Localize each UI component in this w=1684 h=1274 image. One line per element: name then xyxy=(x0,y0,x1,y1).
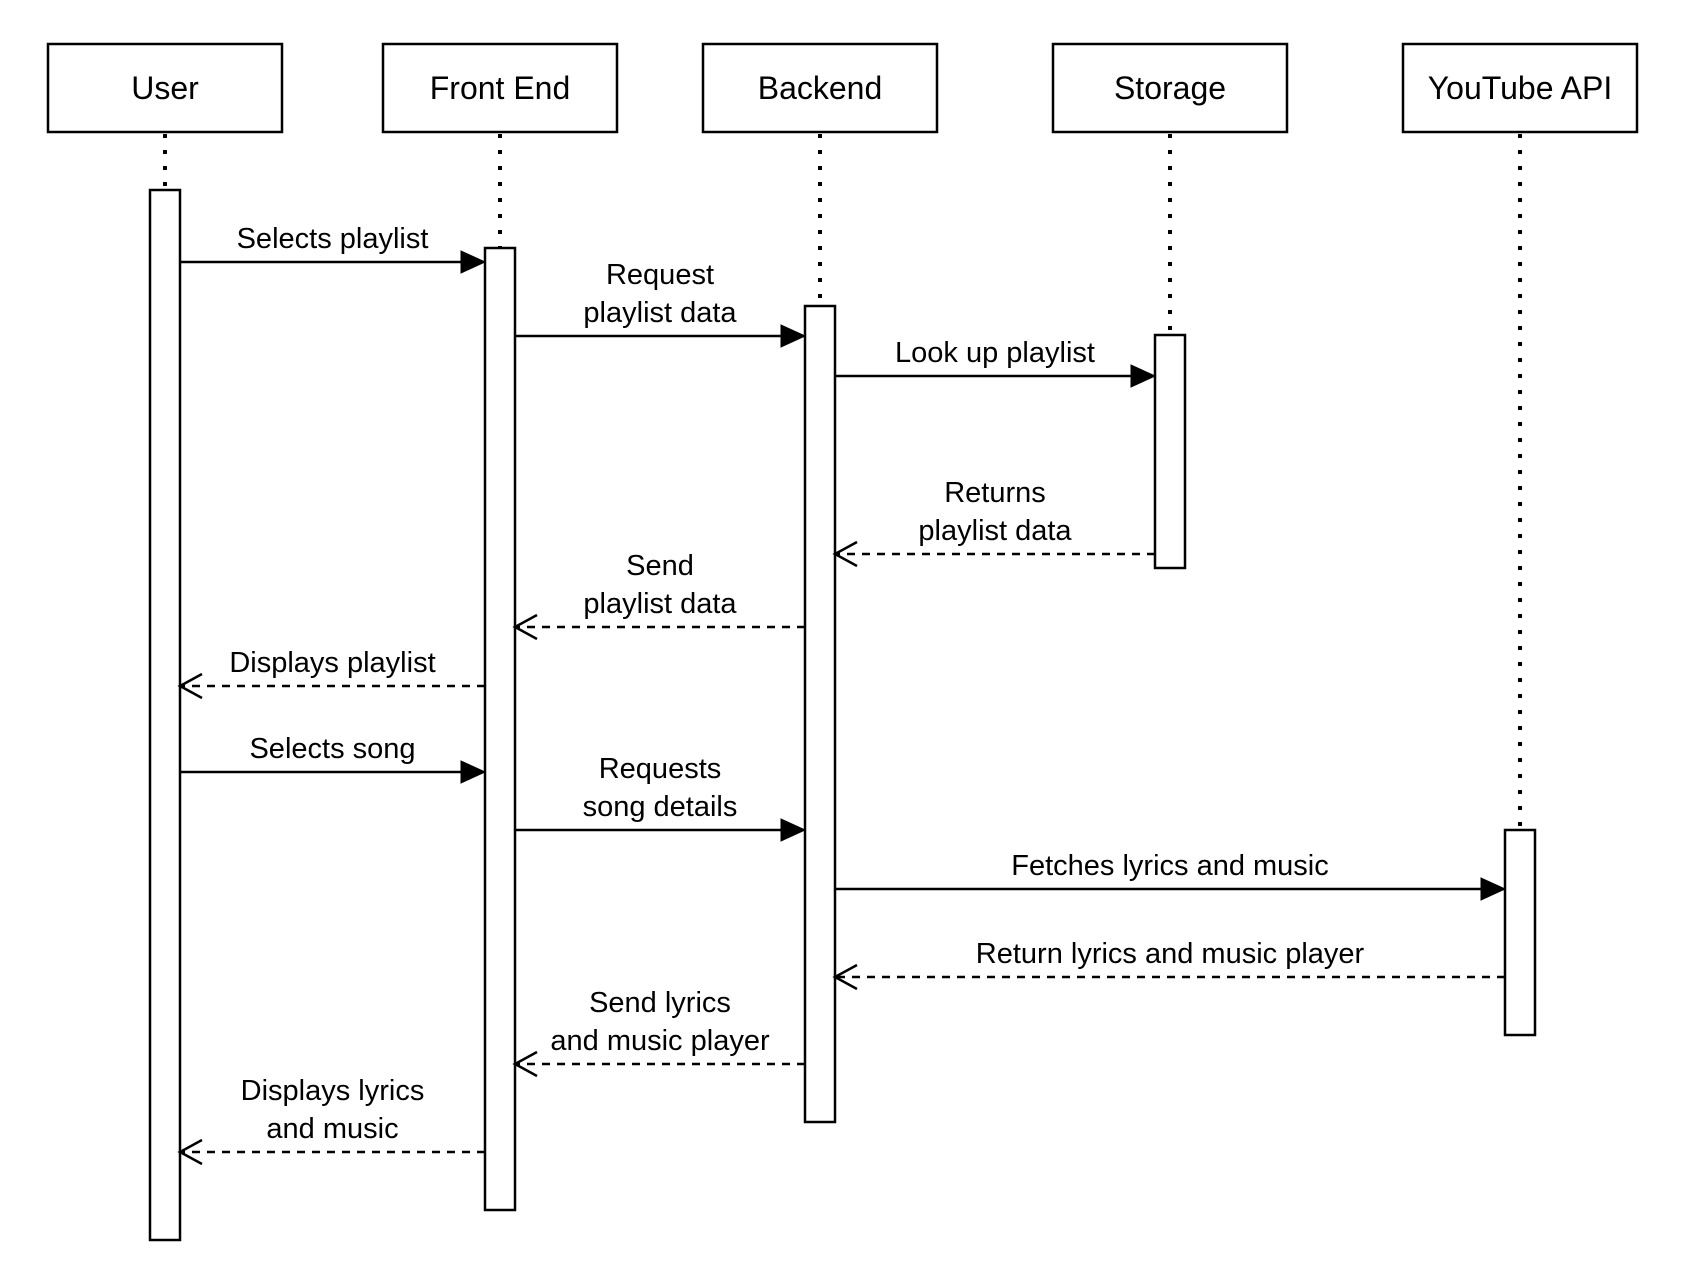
message-label: Send lyrics xyxy=(589,987,731,1019)
message-label: Look up playlist xyxy=(895,337,1095,369)
message-label: and music xyxy=(266,1113,398,1145)
activation-bars xyxy=(148,188,1537,1242)
message-label: Fetches lyrics and music xyxy=(1011,850,1329,882)
activation-bar-storage xyxy=(1153,333,1187,570)
message-11: Send lyrics and music player xyxy=(512,987,805,1078)
actor-label-storage: Storage xyxy=(1114,70,1226,106)
actor-label-user: User xyxy=(131,70,199,106)
message-3: Look up playlist xyxy=(835,337,1157,388)
message-5: Send playlist data xyxy=(512,550,805,641)
activation-bar-backend xyxy=(803,304,837,1124)
message-label: Returns xyxy=(944,477,1046,509)
arrowhead-open xyxy=(832,540,858,568)
message-1: Selects playlist xyxy=(180,223,487,274)
arrowhead-open xyxy=(832,963,858,991)
message-9: Fetches lyrics and music xyxy=(835,850,1507,901)
actor-headers: User Front End Backend Storage YouTube API xyxy=(46,42,1639,134)
message-4: Returns playlist data xyxy=(832,477,1155,568)
actor-label-backend: Backend xyxy=(758,70,883,106)
message-label: Selects playlist xyxy=(237,223,429,255)
arrowhead-filled xyxy=(780,324,807,348)
actor-box-backend xyxy=(701,42,939,134)
arrowhead-open xyxy=(177,1138,203,1166)
message-6: Displays playlist xyxy=(177,647,485,700)
message-label: Displays lyrics xyxy=(241,1075,425,1107)
message-7: Selects song xyxy=(180,733,487,784)
activation-bar-youtube xyxy=(1503,828,1537,1037)
lifelines xyxy=(163,134,1522,830)
activation-bar-frontend xyxy=(483,246,517,1212)
message-label: Request xyxy=(606,259,714,291)
actor-box-youtube xyxy=(1401,42,1639,134)
message-label: Displays playlist xyxy=(229,647,435,679)
activation-bar-user xyxy=(148,188,182,1242)
actor-label-frontend: Front End xyxy=(430,70,571,106)
arrowhead-open xyxy=(512,1050,538,1078)
arrowhead-filled xyxy=(1480,877,1507,901)
message-label: playlist data xyxy=(583,297,737,329)
actor-user: User xyxy=(46,42,284,134)
message-label: Send xyxy=(626,550,694,582)
message-label: Return lyrics and music player xyxy=(976,938,1365,970)
message-label: playlist data xyxy=(918,515,1072,547)
actor-frontend: Front End xyxy=(381,42,619,134)
arrowhead-open xyxy=(177,672,203,700)
actor-box-frontend xyxy=(381,42,619,134)
actor-backend: Backend xyxy=(701,42,939,134)
message-10: Return lyrics and music player xyxy=(832,938,1505,991)
message-label: song details xyxy=(583,791,738,823)
actor-label-youtube: YouTube API xyxy=(1428,70,1612,106)
actor-storage: Storage xyxy=(1051,42,1289,134)
arrowhead-open xyxy=(512,613,538,641)
message-label: playlist data xyxy=(583,588,737,620)
actor-box-storage xyxy=(1051,42,1289,134)
message-label: Requests xyxy=(599,753,722,785)
arrowhead-filled xyxy=(460,760,487,784)
message-label: Selects song xyxy=(249,733,415,765)
message-label: and music player xyxy=(550,1025,770,1057)
message-8: Requests song details xyxy=(515,753,807,842)
actor-box-user xyxy=(46,42,284,134)
arrowhead-filled xyxy=(460,250,487,274)
message-12: Displays lyrics and music xyxy=(177,1075,485,1166)
actor-youtube: YouTube API xyxy=(1401,42,1639,134)
message-2: Request playlist data xyxy=(515,259,807,348)
arrowhead-filled xyxy=(780,818,807,842)
arrowhead-filled xyxy=(1130,364,1157,388)
